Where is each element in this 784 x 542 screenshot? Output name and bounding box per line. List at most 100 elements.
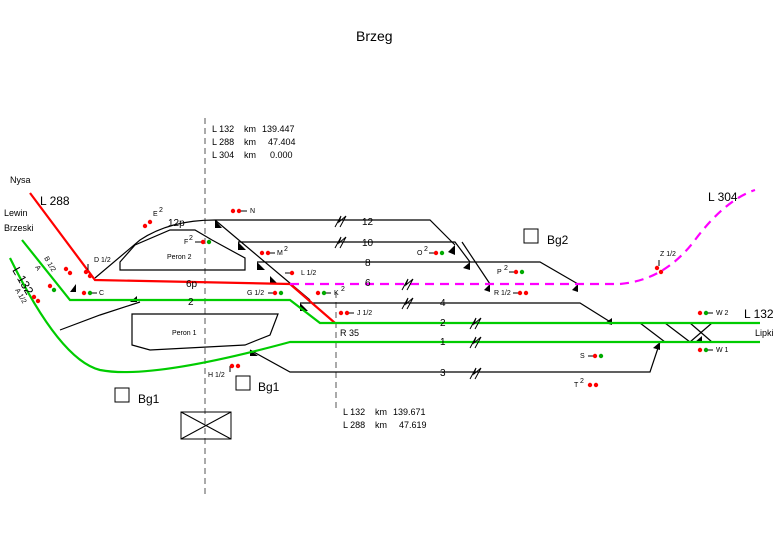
km-marker-east: L 132 km 139.671 L 288 km 47.619: [343, 407, 427, 430]
line-288-label: L 288: [40, 194, 70, 208]
svg-text:L 288: L 288: [343, 420, 365, 430]
svg-text:D 1/2: D 1/2: [94, 257, 111, 264]
svg-text:2: 2: [159, 207, 163, 214]
svg-text:km: km: [244, 137, 256, 147]
signal-S: S: [580, 353, 604, 360]
line-304-label: L 304: [708, 190, 738, 204]
svg-text:139.671: 139.671: [393, 407, 426, 417]
svg-text:2: 2: [504, 265, 508, 272]
track-12-label: 12: [362, 217, 374, 228]
track-12: [215, 219, 456, 246]
track-8-label: 8: [365, 258, 371, 269]
svg-text:47.619: 47.619: [399, 420, 427, 430]
signal-D12: D 1/2: [83, 257, 111, 279]
signal-A2: A: [33, 265, 57, 293]
signal-W2: W 2: [697, 310, 729, 317]
svg-text:L 304: L 304: [212, 150, 234, 160]
svg-text:47.404: 47.404: [268, 137, 296, 147]
destination-nysa: Nysa: [10, 175, 31, 185]
track-6p-label: 6p: [186, 279, 198, 290]
station-tracks: [59, 219, 713, 373]
track-2-west-label: 2: [188, 297, 194, 308]
signal-G12: G 1/2: [247, 290, 284, 297]
svg-text:F: F: [184, 239, 188, 246]
svg-text:M: M: [277, 250, 283, 257]
svg-text:km: km: [375, 407, 387, 417]
track-10-label: 10: [362, 238, 374, 249]
svg-text:G 1/2: G 1/2: [247, 290, 264, 297]
svg-text:O: O: [417, 250, 423, 257]
signal-W1: W 1: [697, 347, 729, 354]
svg-text:Bg1: Bg1: [138, 392, 160, 406]
destination-lipki: Lipki: [755, 328, 774, 338]
svg-text:Bg2: Bg2: [547, 233, 569, 247]
signal-Z12: Z 1/2: [654, 251, 676, 275]
track-1-label: 1: [440, 337, 446, 348]
svg-text:2: 2: [424, 246, 428, 253]
svg-text:N: N: [250, 208, 255, 215]
bg1-left-box: Bg1: [114, 387, 160, 406]
signal-H12: H 1/2: [208, 363, 241, 379]
svg-text:2: 2: [284, 246, 288, 253]
km-marker-west: L 132 km 139.447 L 288 km 47.404 L 304 k…: [212, 124, 296, 160]
svg-text:2: 2: [580, 378, 584, 385]
svg-text:km: km: [244, 150, 256, 160]
svg-text:L 1/2: L 1/2: [301, 270, 316, 277]
bg2-box: Bg2: [523, 228, 569, 247]
svg-text:P: P: [497, 269, 502, 276]
signal-T: T2: [574, 378, 599, 389]
signal-O: O2: [417, 246, 445, 257]
svg-text:L 132: L 132: [212, 124, 234, 134]
signal-R12: R 1/2: [494, 290, 529, 297]
track-labels: 12 12p 10 8 6 6p 4 2 2 1 3: [168, 217, 446, 379]
svg-text:S: S: [580, 353, 585, 360]
signal-N: N: [230, 208, 255, 215]
line-304-track: [290, 188, 756, 286]
line-132-east-label: L 132: [744, 307, 774, 321]
bg1-center-box: Bg1: [235, 375, 280, 394]
svg-text:H 1/2: H 1/2: [208, 372, 225, 379]
signal-E: E2: [142, 207, 163, 229]
svg-text:0.000: 0.000: [270, 150, 293, 160]
line-288-track: [29, 192, 336, 324]
signal-C: C: [81, 290, 104, 297]
track-2-east-label: 2: [440, 318, 446, 329]
track-6-label: 6: [365, 278, 371, 289]
svg-text:km: km: [375, 420, 387, 430]
svg-text:K: K: [334, 290, 339, 297]
svg-text:Bg1: Bg1: [258, 380, 280, 394]
svg-text:R 1/2: R 1/2: [494, 290, 511, 297]
destination-brzeski: Brzeski: [4, 223, 34, 233]
svg-text:km: km: [244, 124, 256, 134]
track-12p-curve: [94, 219, 216, 279]
svg-text:T: T: [574, 382, 579, 389]
svg-text:2: 2: [341, 286, 345, 293]
signal-J12: J 1/2: [338, 310, 372, 317]
svg-text:W 2: W 2: [716, 310, 729, 317]
svg-text:Z 1/2: Z 1/2: [660, 251, 676, 258]
svg-text:2: 2: [189, 235, 193, 242]
station-building-icon: [180, 411, 232, 440]
signal-F: F2: [184, 235, 212, 246]
svg-text:W 1: W 1: [716, 347, 729, 354]
svg-text:E: E: [153, 211, 158, 218]
signal-r35-label: R 35: [340, 328, 359, 338]
svg-text:A: A: [33, 265, 42, 273]
platform-1-label: Peron 1: [172, 330, 197, 337]
line-132-track: [9, 239, 760, 374]
svg-text:C: C: [99, 290, 104, 297]
svg-text:139.447: 139.447: [262, 124, 295, 134]
destination-lewin: Lewin: [4, 208, 28, 218]
track-4-label: 4: [440, 298, 446, 309]
svg-text:L 132: L 132: [343, 407, 365, 417]
signal-K: K2: [315, 286, 345, 297]
svg-text:L 288: L 288: [212, 137, 234, 147]
track-3-label: 3: [440, 368, 446, 379]
signal-M: M2: [259, 246, 288, 257]
svg-text:J 1/2: J 1/2: [357, 310, 372, 317]
switch-markers: [70, 220, 702, 356]
track-12p-label: 12p: [168, 218, 185, 229]
station-title: Brzeg: [356, 28, 393, 44]
